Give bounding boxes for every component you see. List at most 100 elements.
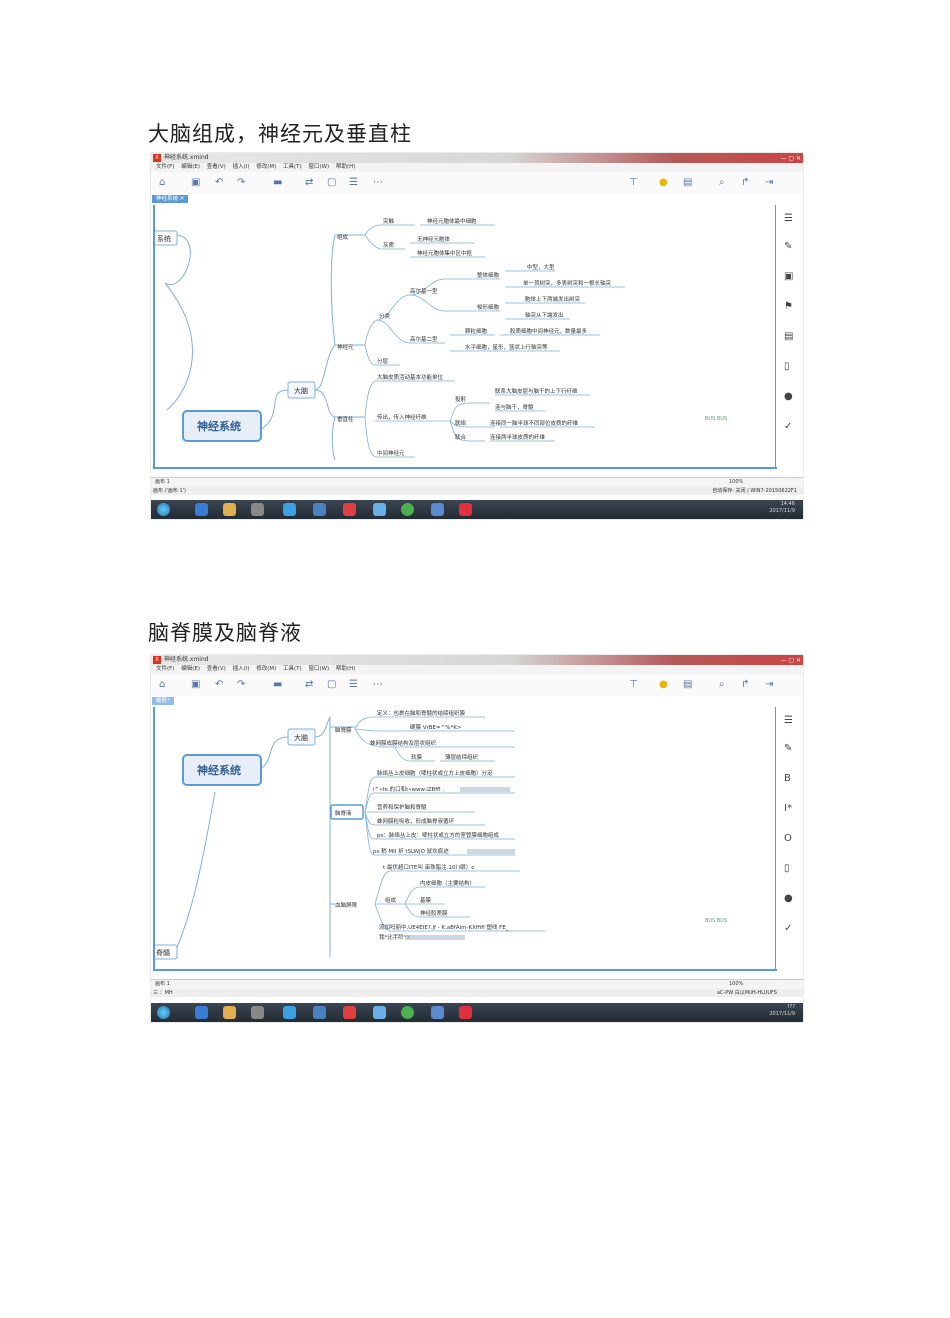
node-n23[interactable]: 联系大脑皮层与脑干的上下行纤维 <box>495 387 578 395</box>
export-icon[interactable]: ⇥ <box>765 177 774 188</box>
outline-icon[interactable]: ☰ <box>784 213 793 224</box>
topic-icon[interactable]: ▬ <box>273 679 283 690</box>
node-n21[interactable]: 大脑皮质活动基本功能单位 <box>377 373 444 381</box>
xmind-taskbar-icon[interactable] <box>459 503 472 516</box>
search-icon[interactable]: ⌕ <box>719 679 725 690</box>
menu-help-2[interactable]: 帮助(H) <box>335 666 356 672</box>
node-n20[interactable]: 分层 <box>377 357 389 365</box>
share-icon[interactable]: ↱ <box>741 679 750 690</box>
gantt-icon[interactable]: ▤ <box>683 679 693 690</box>
node-root-2[interactable]: 神经系统 <box>197 763 241 777</box>
menu-window-2[interactable]: 窗口(W) <box>308 666 330 672</box>
format-brush-icon[interactable]: ✎ <box>784 241 793 252</box>
node-n7[interactable]: 中型，大型 <box>527 263 555 271</box>
redo-icon[interactable]: ↷ <box>237 177 246 188</box>
menu-window[interactable]: 窗口(W) <box>308 164 330 170</box>
app-bird-icon[interactable] <box>373 1006 386 1019</box>
home-icon[interactable]: ⌂ <box>159 679 166 690</box>
relationship-icon[interactable]: ⇄ <box>305 679 314 690</box>
tab-mindmap-2[interactable]: 破箭* <box>152 697 174 705</box>
node-column[interactable]: 垂直柱 <box>337 415 354 423</box>
window-controls-2[interactable]: — ▢ ✕ <box>780 657 801 664</box>
home-icon[interactable]: ⌂ <box>159 177 166 188</box>
task-icon[interactable]: ✓ <box>784 923 793 934</box>
menu-file-2[interactable]: 文件(F) <box>156 666 175 672</box>
node-n19[interactable]: 水平细胞，星形，篮状上行轴突等 <box>465 343 548 351</box>
document-icon[interactable]: ▯ <box>784 361 790 372</box>
node-n27[interactable]: 连接同一脑半球不同部位皮质的纤维 <box>490 419 579 427</box>
ie-icon[interactable] <box>195 503 208 516</box>
node-n15[interactable]: 颗粒细胞 <box>465 327 488 335</box>
node-m5[interactable]: 薄层结缔组织 <box>445 753 479 761</box>
undo-icon[interactable]: ↶ <box>215 177 224 188</box>
node-n10[interactable]: 胞体上下两端发出树突 <box>525 295 581 303</box>
app-netease-icon[interactable] <box>343 1006 356 1019</box>
node-m4[interactable]: 软膜 <box>411 753 423 761</box>
node-n8[interactable]: 单一顶树突，多表树突和一根长轴突 <box>523 279 612 287</box>
presentation-icon[interactable]: ⊤ <box>629 679 638 690</box>
document-icon[interactable]: ▯ <box>784 863 790 874</box>
node-n12[interactable]: 轴突从下端发出 <box>525 311 564 319</box>
app-netease-icon[interactable] <box>343 503 356 516</box>
menu-edit[interactable]: 编辑(E) <box>181 164 200 170</box>
more-icon[interactable]: ⋯ <box>373 177 383 188</box>
media-icon[interactable] <box>251 503 264 516</box>
node-n4[interactable]: 无神经元胞体 <box>417 235 451 243</box>
save-icon[interactable]: ▣ <box>191 177 201 188</box>
menu-tools-2[interactable]: 工具(T) <box>283 666 302 672</box>
node-m13[interactable]: 内皮细胞（主要结构） <box>420 879 475 887</box>
node-csf[interactable]: 脑脊液 <box>335 809 352 817</box>
summary-icon[interactable]: ☰ <box>349 177 358 188</box>
node-neuron[interactable]: 神经元 <box>337 343 354 351</box>
flag-icon[interactable]: ⚑ <box>784 301 793 312</box>
node-n2[interactable]: 神经元胞体最中细胞 <box>427 217 477 225</box>
start-icon[interactable] <box>157 503 170 516</box>
app-bird-icon[interactable] <box>373 503 386 516</box>
window-controls[interactable]: — ▢ ✕ <box>780 155 801 162</box>
app-cloud-icon[interactable] <box>283 1006 296 1019</box>
mindmap-canvas[interactable]: 系统 神经系统 大脑 组成 神经元 垂直柱 突触 神经元胞体最中细胞 灰质 无神… <box>153 205 777 469</box>
node-m14[interactable]: 组成 <box>385 896 397 904</box>
app-doc-icon[interactable] <box>313 503 326 516</box>
comment-icon[interactable]: ● <box>784 893 793 904</box>
node-n1[interactable]: 突触 <box>383 217 395 225</box>
node-left-stub[interactable]: 系统 <box>157 234 171 243</box>
node-n28[interactable]: 联合 <box>455 433 467 441</box>
node-m18[interactable]: 我*比手阶*X <box>379 933 411 941</box>
menu-view[interactable]: 查看(V) <box>206 164 226 170</box>
menu-insert-2[interactable]: 插入(I) <box>232 666 250 672</box>
node-n17[interactable]: 高尔基二型 <box>410 335 438 343</box>
tab-mindmap[interactable]: 神经系统 ✕ <box>152 195 189 203</box>
bold-letter[interactable]: B <box>784 773 791 784</box>
app-doc-icon[interactable] <box>313 1006 326 1019</box>
menu-view-2[interactable]: 查看(V) <box>206 666 226 672</box>
media-icon[interactable] <box>251 1006 264 1019</box>
node-n25[interactable]: 传出，传入神经纤维 <box>377 413 427 421</box>
italic-letter[interactable]: I* <box>784 803 792 814</box>
node-m1[interactable]: 定义：包裹在脑和脊髓的结缔组织膜 <box>377 709 466 717</box>
share-icon[interactable]: ↱ <box>741 177 750 188</box>
node-n13[interactable]: 高尔基一型 <box>410 287 438 295</box>
node-organization[interactable]: 组成 <box>337 233 349 241</box>
mindmap-canvas-2[interactable]: 神经系统 大脑 脊髓 脑脊膜 脑脊液 血脑屏障 定义：包裹在脑和脊髓的结缔组织膜… <box>153 707 777 971</box>
circle-letter[interactable]: O <box>784 833 792 844</box>
app-green-icon[interactable] <box>401 503 414 516</box>
node-m15[interactable]: 基膜 <box>420 896 432 904</box>
node-n3[interactable]: 灰质 <box>383 241 395 249</box>
node-n5[interactable]: 神经元胞体集中区中枢 <box>417 249 473 257</box>
export-icon[interactable]: ⇥ <box>765 679 774 690</box>
node-n24[interactable]: 连与脑干，脊髓 <box>495 403 534 411</box>
undo-icon[interactable]: ↶ <box>215 679 224 690</box>
node-n30[interactable]: 中间神经元 <box>377 449 405 457</box>
menu-help[interactable]: 帮助(H) <box>335 164 356 170</box>
sheet-tab[interactable]: 画布 1 <box>155 479 170 485</box>
node-m7[interactable]: i^»fe.的口和t•www.iZBffl . <box>373 785 444 793</box>
outline-icon[interactable]: ☰ <box>784 715 793 726</box>
zoom-level-2[interactable]: 100% <box>729 981 744 987</box>
lightbulb-icon[interactable]: ● <box>659 679 668 690</box>
node-m12[interactable]: t 最伏超口ITE叫 串珠脂注.10）)眼）o <box>383 863 475 871</box>
zoom-level[interactable]: 100% <box>729 479 744 485</box>
menu-edit-2[interactable]: 编辑(E) <box>181 666 200 672</box>
lightbulb-icon[interactable]: ● <box>659 177 668 188</box>
format-brush-icon[interactable]: ✎ <box>784 743 793 754</box>
